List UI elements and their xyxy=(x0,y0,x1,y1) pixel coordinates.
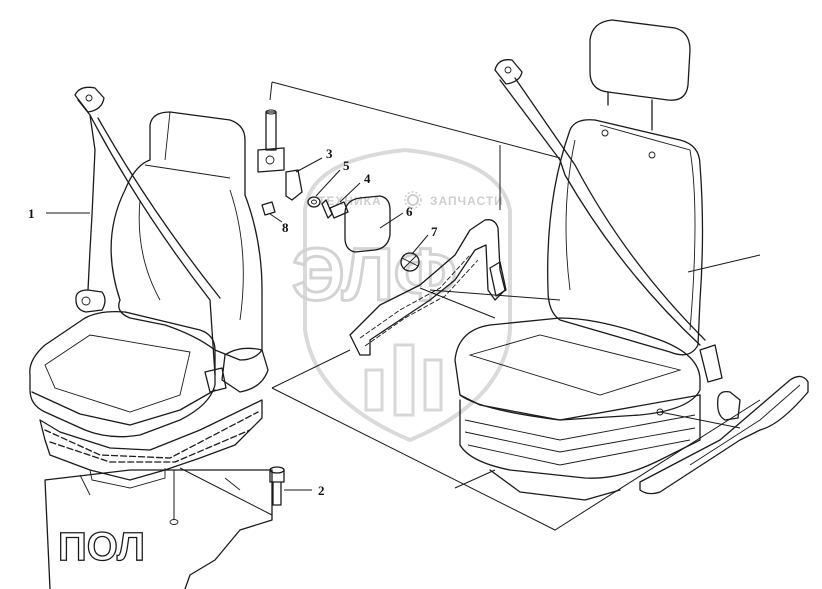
callout-4: 4 xyxy=(339,171,371,203)
callouts: 1 2 3 4 5 6 7 8 xyxy=(28,146,438,498)
callout-2: 2 xyxy=(284,483,325,498)
cover-part-6 xyxy=(344,195,391,253)
left-seat-backrest xyxy=(110,111,263,361)
svg-text:5: 5 xyxy=(343,158,350,173)
watermark-logo: ЭЛФ xyxy=(292,233,457,316)
lever-assembly xyxy=(349,219,506,356)
right-seat-cushion xyxy=(454,317,701,421)
left-suspension-base xyxy=(39,399,263,481)
right-seat-backrest xyxy=(547,119,704,356)
floor-stamped-text: ПОЛ xyxy=(58,525,145,569)
svg-text:3: 3 xyxy=(326,146,333,161)
right-seat xyxy=(454,19,809,501)
svg-text:6: 6 xyxy=(406,204,413,219)
bolt-part-2 xyxy=(269,466,285,506)
gear-icon xyxy=(404,191,422,209)
watermark: ТЕХНИКА ЗАПЧАСТИ ЭЛФ xyxy=(291,147,512,443)
bolt-part-4 xyxy=(321,199,349,219)
watermark-left-word: ТЕХНИКА xyxy=(318,194,382,208)
washer-part-5 xyxy=(307,196,321,208)
assembly-lines xyxy=(173,81,761,531)
watermark-shield xyxy=(303,147,512,443)
right-adjust-lever xyxy=(639,375,809,495)
svg-text:1: 1 xyxy=(28,206,35,221)
right-suspension xyxy=(459,394,701,479)
svg-text:7: 7 xyxy=(431,224,438,239)
bracket-part-3 xyxy=(285,169,303,201)
callout-7: 7 xyxy=(411,224,438,255)
right-headrest xyxy=(589,19,691,101)
left-belt-buckle xyxy=(204,367,227,393)
right-seat-belt xyxy=(499,77,706,346)
left-belt-retractor xyxy=(75,289,106,313)
watermark-buildings xyxy=(364,343,443,417)
svg-text:2: 2 xyxy=(318,483,325,498)
sleeve-part-8 xyxy=(261,201,276,216)
svg-text:8: 8 xyxy=(282,220,289,235)
right-belt-latch xyxy=(699,344,723,383)
pin-block-part xyxy=(257,109,285,173)
left-seat: ПОЛ xyxy=(29,86,273,589)
callout-3: 3 xyxy=(295,146,333,173)
right-belt-anchor xyxy=(494,59,523,85)
knob-part-7 xyxy=(400,252,420,272)
exploded-parts xyxy=(257,109,507,506)
callout-8: 8 xyxy=(269,213,289,235)
left-seat-cushion xyxy=(29,310,216,438)
callout-1: 1 xyxy=(28,206,90,221)
left-belt-anchor xyxy=(74,86,105,113)
left-seat-belt xyxy=(77,99,221,376)
callout-5: 5 xyxy=(315,158,350,197)
right-belt-buckle xyxy=(717,390,741,421)
callout-6: 6 xyxy=(379,204,413,229)
svg-text:4: 4 xyxy=(364,171,371,186)
watermark-right-word: ЗАПЧАСТИ xyxy=(430,194,504,208)
